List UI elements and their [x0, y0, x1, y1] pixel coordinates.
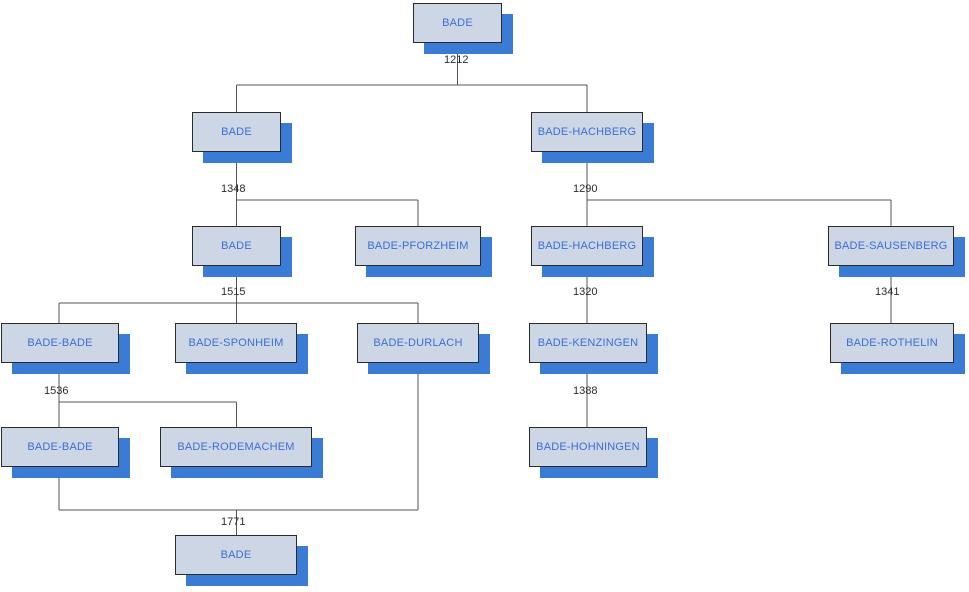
edge-label-1536: 1536 — [44, 385, 69, 397]
node-bade-kenzingen[interactable]: BADE-KENZINGEN — [529, 323, 647, 363]
node-bade-sponheim[interactable]: BADE-SPONHEIM — [175, 323, 297, 363]
node-bade-hachberg-l2[interactable]: BADE-HACHBERG — [531, 112, 643, 152]
edge-label-1341: 1341 — [875, 286, 900, 298]
node-bade-l2[interactable]: BADE — [192, 112, 281, 152]
edge-label-1771: 1771 — [221, 516, 246, 528]
node-bade-rodemachem[interactable]: BADE-RODEMACHEM — [160, 427, 312, 467]
edge-label-1212: 1212 — [444, 54, 469, 66]
node-bade-final[interactable]: BADE — [175, 535, 297, 575]
node-bade-bade-l4[interactable]: BADE-BADE — [1, 323, 119, 363]
edge-label-1320: 1320 — [573, 286, 598, 298]
edge-label-1348: 1348 — [221, 183, 246, 195]
edge-label-1515: 1515 — [221, 286, 246, 298]
node-bade-root[interactable]: BADE — [413, 3, 502, 43]
node-bade-bade-l5[interactable]: BADE-BADE — [1, 427, 119, 467]
node-bade-hachberg-l3[interactable]: BADE-HACHBERG — [531, 226, 643, 266]
edge-label-1388: 1388 — [573, 385, 598, 397]
node-bade-rothelin[interactable]: BADE-ROTHELIN — [830, 323, 954, 363]
edge-label-1290: 1290 — [573, 183, 598, 195]
node-bade-l3[interactable]: BADE — [192, 226, 281, 266]
node-bade-sausenberg[interactable]: BADE-SAUSENBERG — [828, 226, 954, 266]
node-bade-pforzheim[interactable]: BADE-PFORZHEIM — [355, 226, 481, 266]
node-bade-durlach[interactable]: BADE-DURLACH — [357, 323, 479, 363]
node-bade-hohningen[interactable]: BADE-HOHNINGEN — [529, 427, 647, 467]
